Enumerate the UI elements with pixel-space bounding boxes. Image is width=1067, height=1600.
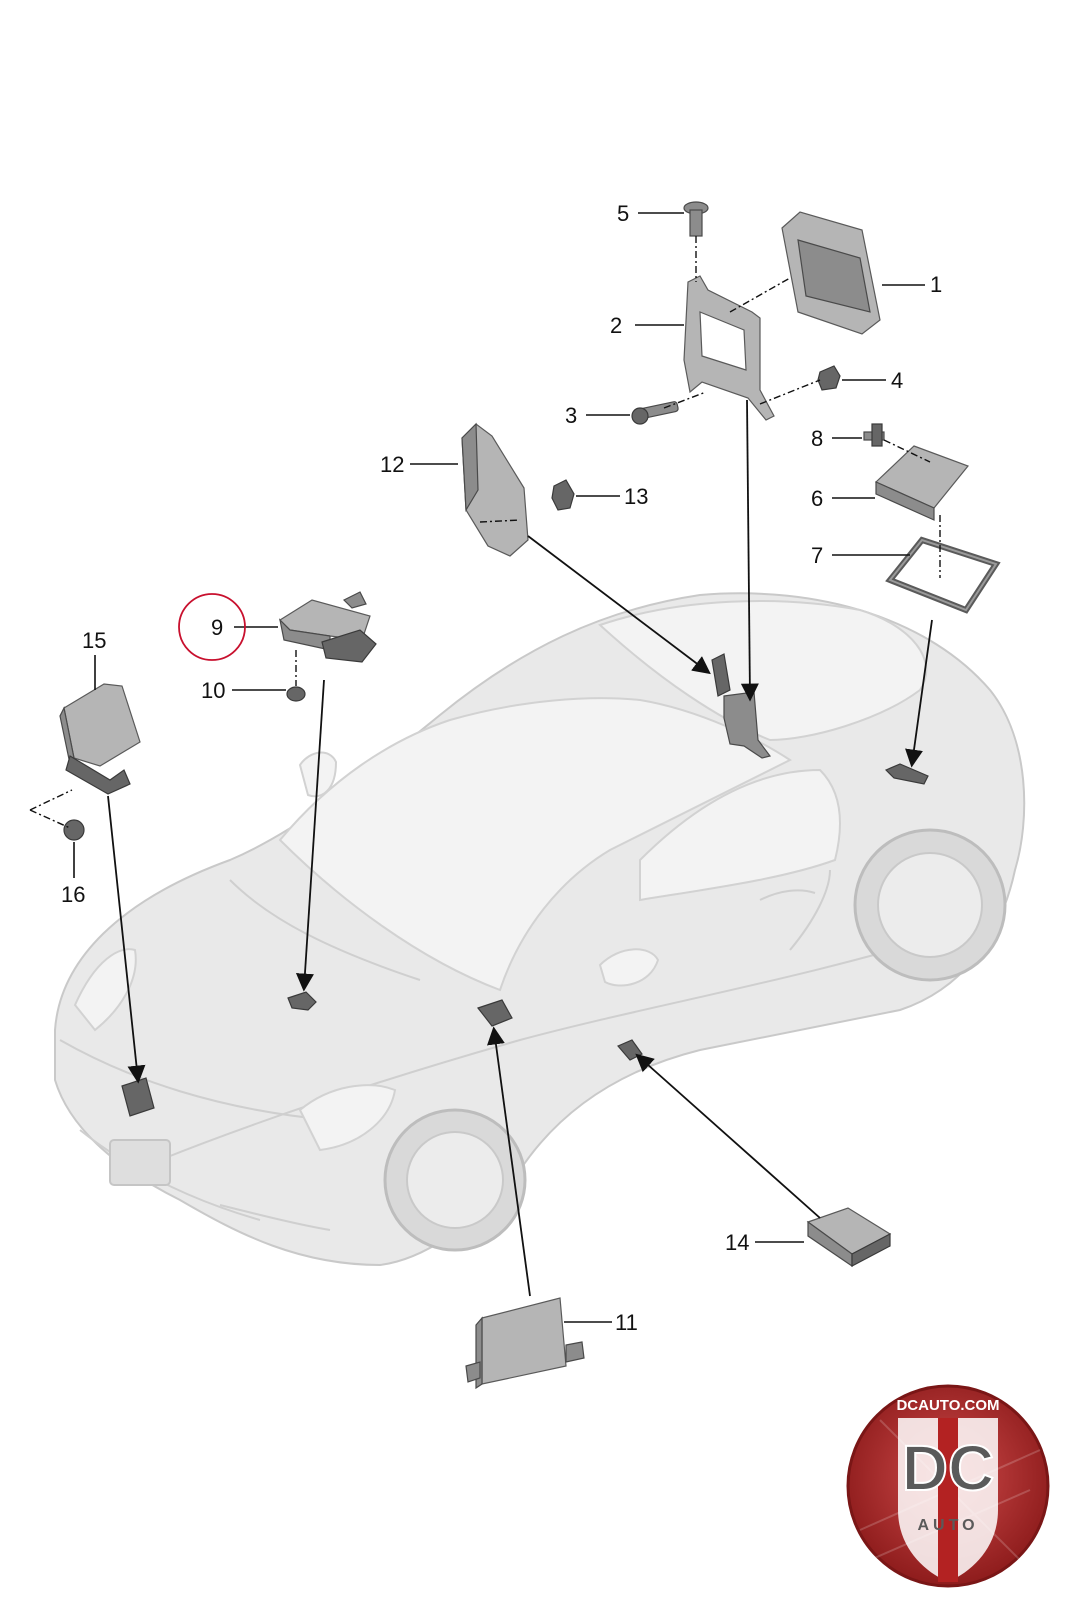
callout-7: 7 <box>811 543 823 568</box>
part-4-nut <box>817 365 841 391</box>
part-13-clip <box>551 479 575 511</box>
part-11-control-unit <box>465 1297 585 1390</box>
logo-website-text: DCAUTO.COM <box>896 1397 999 1414</box>
callout-13: 13 <box>624 484 648 509</box>
leader-lines <box>73 212 925 1323</box>
callout-15: 15 <box>82 628 106 653</box>
part-10-clip <box>286 686 306 702</box>
part-2-bracket <box>683 275 775 421</box>
part-5-bolt <box>683 201 709 237</box>
callout-14: 14 <box>725 1230 749 1255</box>
callout-8: 8 <box>811 426 823 451</box>
part-1-control-unit <box>781 211 881 335</box>
dcauto-logo: DCAUTO.COM DC AUTO <box>846 1384 1050 1588</box>
callout-10: 10 <box>201 678 225 703</box>
assembly-dash-lines <box>29 236 941 829</box>
part-7-frame <box>885 536 1001 614</box>
part-14-control-unit <box>806 1207 892 1268</box>
callout-12: 12 <box>380 452 404 477</box>
part-3-screw <box>631 401 679 425</box>
car-illustration <box>54 592 1026 1267</box>
part-9-module <box>279 591 377 663</box>
callout-1: 1 <box>930 272 942 297</box>
logo-wordmark: AUTO <box>917 1517 978 1534</box>
installed-components <box>121 653 929 1117</box>
callout-4: 4 <box>891 368 903 393</box>
part-16-nut <box>63 819 85 841</box>
logo-monogram: DC <box>902 1432 994 1504</box>
highlight-circle <box>178 593 246 661</box>
part-6-module <box>874 445 969 521</box>
callout-2: 2 <box>610 313 622 338</box>
callout-5: 5 <box>617 201 629 226</box>
callout-6: 6 <box>811 486 823 511</box>
callout-labels: 1 2 3 4 5 6 7 8 9 10 11 12 13 14 15 16 <box>61 201 942 1335</box>
callout-16: 16 <box>61 882 85 907</box>
callout-11: 11 <box>615 1310 638 1335</box>
callout-9: 9 <box>211 615 223 640</box>
part-12-module <box>461 422 529 557</box>
callout-3: 3 <box>565 403 577 428</box>
location-arrows <box>107 399 933 1297</box>
part-8-screw <box>863 423 885 447</box>
part-15-control-unit <box>59 683 141 795</box>
